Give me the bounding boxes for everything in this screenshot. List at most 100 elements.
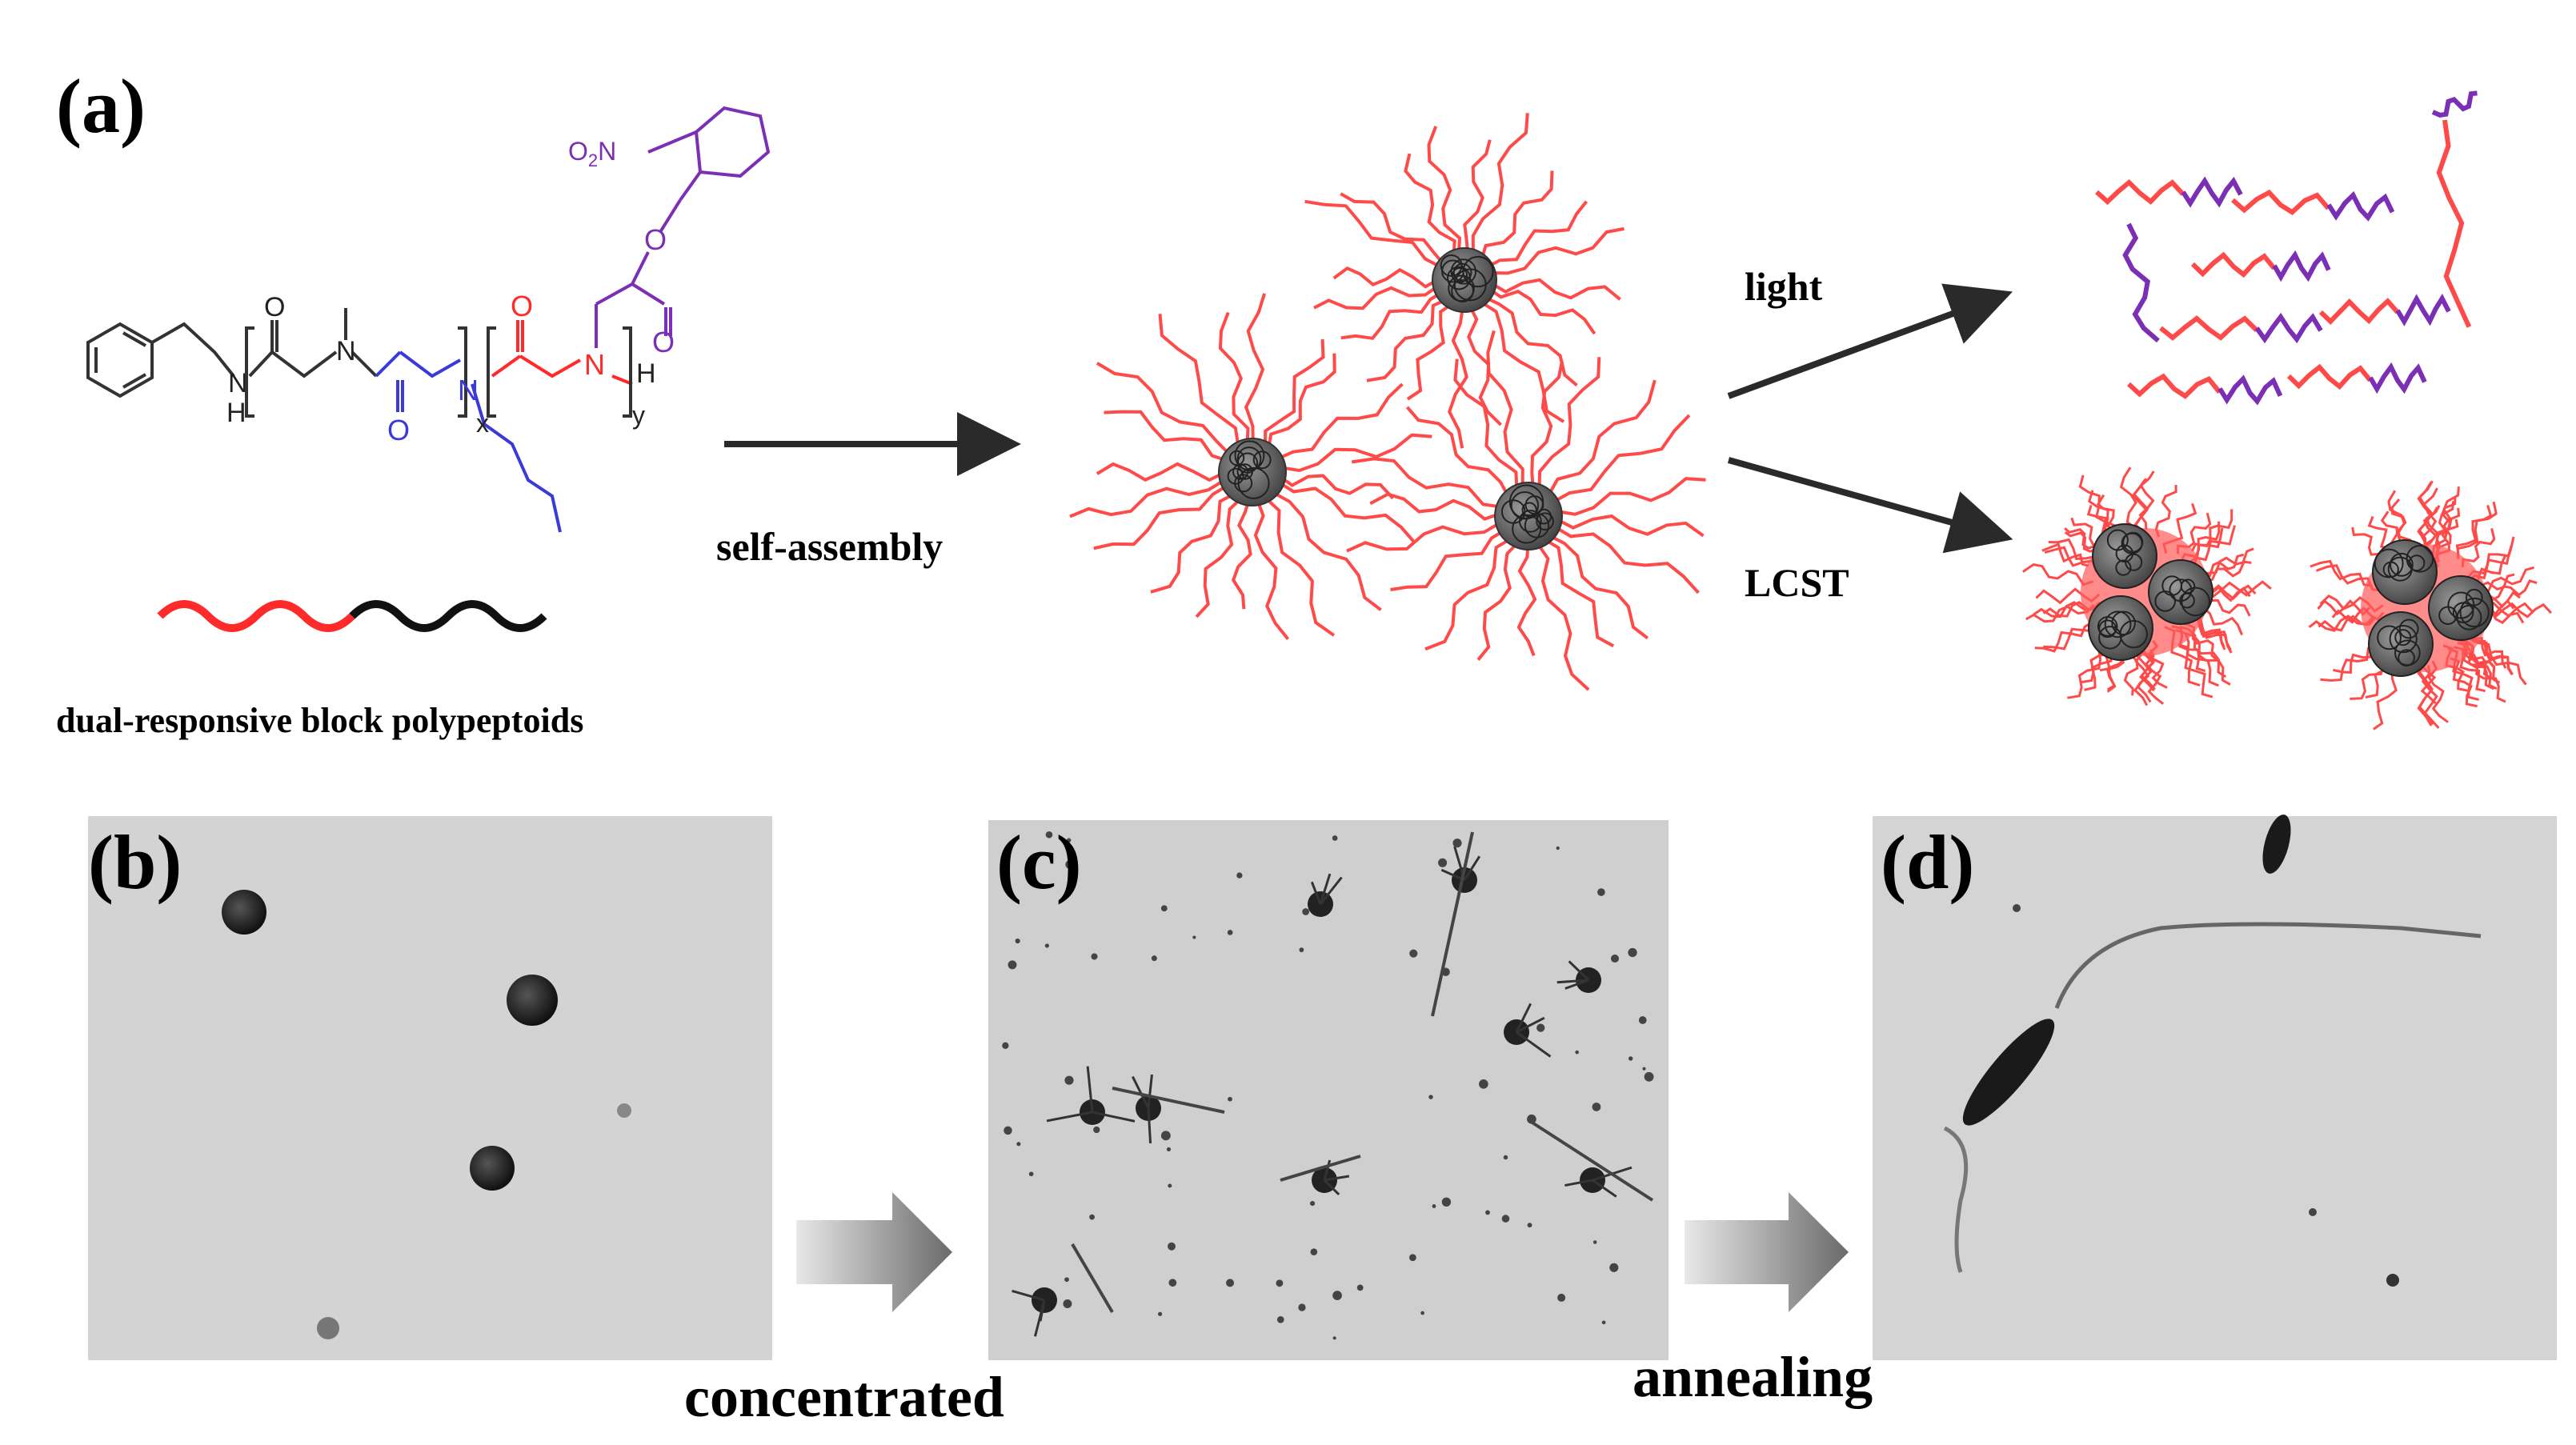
vesicle [317, 1317, 339, 1339]
corona-chain [2456, 501, 2498, 559]
corona-chain [2310, 559, 2373, 587]
free-chain-red [2126, 373, 2221, 399]
label-light: light [1745, 264, 1823, 309]
corona-chain [1195, 495, 1244, 618]
fiber [1527, 1119, 1654, 1202]
corona-chain [2421, 665, 2440, 729]
tem-image-c [988, 820, 1669, 1360]
corona-chain [1427, 126, 1462, 255]
atom-n-red: N [584, 348, 605, 381]
corona-chain [1554, 477, 1706, 516]
corona-chain [1535, 540, 1590, 691]
corona-chain [1546, 379, 1657, 498]
corona-chain [1390, 528, 1507, 591]
free-chain-red [2190, 251, 2277, 278]
corona-chain [1218, 311, 1250, 446]
corona-chain [1530, 361, 1564, 490]
nitro-group-label: O2N [568, 137, 616, 170]
corona-chain [1093, 483, 1230, 550]
aggregate [2308, 480, 2552, 731]
micelle-core [2148, 559, 2213, 625]
corona-chain [1551, 414, 1691, 505]
corona-chain [1270, 490, 1382, 611]
free-chain-purple [2217, 374, 2283, 406]
disassembled-chains [2095, 90, 2478, 406]
benzene-ring-left [86, 322, 154, 398]
corona-chain [2434, 486, 2460, 554]
backbone-blue [375, 350, 562, 533]
fiber [1943, 1126, 1969, 1273]
free-chain-red [2286, 363, 2373, 390]
free-chain-red [2231, 189, 2330, 215]
corona-chain [2427, 660, 2449, 723]
corona-chain [1275, 382, 1404, 462]
corona-chain [1480, 170, 1554, 262]
corona-chain [1276, 480, 1416, 545]
arrow-concentrated [796, 1192, 952, 1312]
vesicle [222, 890, 266, 935]
free-chain-purple [2181, 176, 2243, 208]
panel-label-d: (d) [1881, 819, 1974, 905]
corona-chain [2455, 504, 2493, 555]
corona-chain [1104, 410, 1229, 462]
arrow-light [1727, 283, 2013, 399]
label-concentrated: concentrated [684, 1365, 1004, 1429]
free-chain-purple [2122, 222, 2160, 343]
atom-o-blue: O [387, 414, 410, 446]
corona-chain [2133, 646, 2150, 706]
label-annealing: annealing [1633, 1345, 1873, 1409]
corona-chain [2390, 498, 2412, 548]
corona-chain [1485, 200, 1588, 269]
corona-chain [1231, 498, 1252, 610]
corona-chain [2204, 580, 2272, 598]
corona-chain [1463, 139, 1492, 255]
free-chain-purple [2368, 362, 2427, 394]
corona-chain [1351, 457, 1504, 509]
corona-chain [1406, 302, 1455, 401]
free-chain-purple [2395, 294, 2451, 326]
atom-o-ester: O [652, 326, 675, 358]
corona-chain [1096, 362, 1232, 458]
fiber [2054, 922, 2482, 1009]
corona-chain [1448, 305, 1468, 449]
corona-chain [1340, 290, 1443, 340]
free-chain-purple [2254, 312, 2323, 344]
corona-chain [1304, 199, 1443, 270]
fiber [1280, 1155, 1361, 1182]
atom-o-ether: O [644, 223, 667, 256]
corona-chain [2025, 604, 2095, 623]
bracket-y [487, 326, 632, 418]
bracket-x [245, 326, 467, 418]
fiber [1112, 1087, 1225, 1114]
copolymer-wave-red [157, 600, 355, 632]
tem-image-d [1873, 815, 2557, 1360]
corona-chain [1253, 498, 1290, 640]
corona-chain [2320, 643, 2377, 682]
panel-label-b: (b) [88, 819, 182, 905]
corona-chain [1340, 192, 1446, 266]
corona-chain [1542, 537, 1615, 648]
tem-image-b [88, 816, 772, 1360]
elongated-aggregate [1962, 1019, 2055, 1126]
backbone-red [491, 320, 633, 386]
elongated-aggregate [2262, 815, 2291, 874]
corona-chain [1158, 314, 1240, 450]
corona-chain [2450, 657, 2478, 708]
free-chain-purple [2431, 90, 2478, 118]
arrow-lcst [1727, 457, 2013, 554]
corona-chain [1478, 299, 1565, 423]
atom-h-1: H [226, 398, 246, 428]
side-chain-purple [595, 106, 771, 348]
atom-h-end: H [636, 358, 656, 389]
label-self-assembly: self-assembly [716, 524, 943, 569]
corona-chain [1453, 358, 1519, 492]
corona-chain [1516, 542, 1537, 657]
corona-chain [2022, 563, 2094, 586]
atom-n-2: N [336, 336, 356, 366]
corona-chain [1266, 353, 1336, 451]
micelle-group [1069, 113, 1706, 691]
subscript-x: x [476, 409, 489, 438]
arrow-annealing [1685, 1192, 1849, 1312]
corona-chain [1471, 113, 1529, 256]
